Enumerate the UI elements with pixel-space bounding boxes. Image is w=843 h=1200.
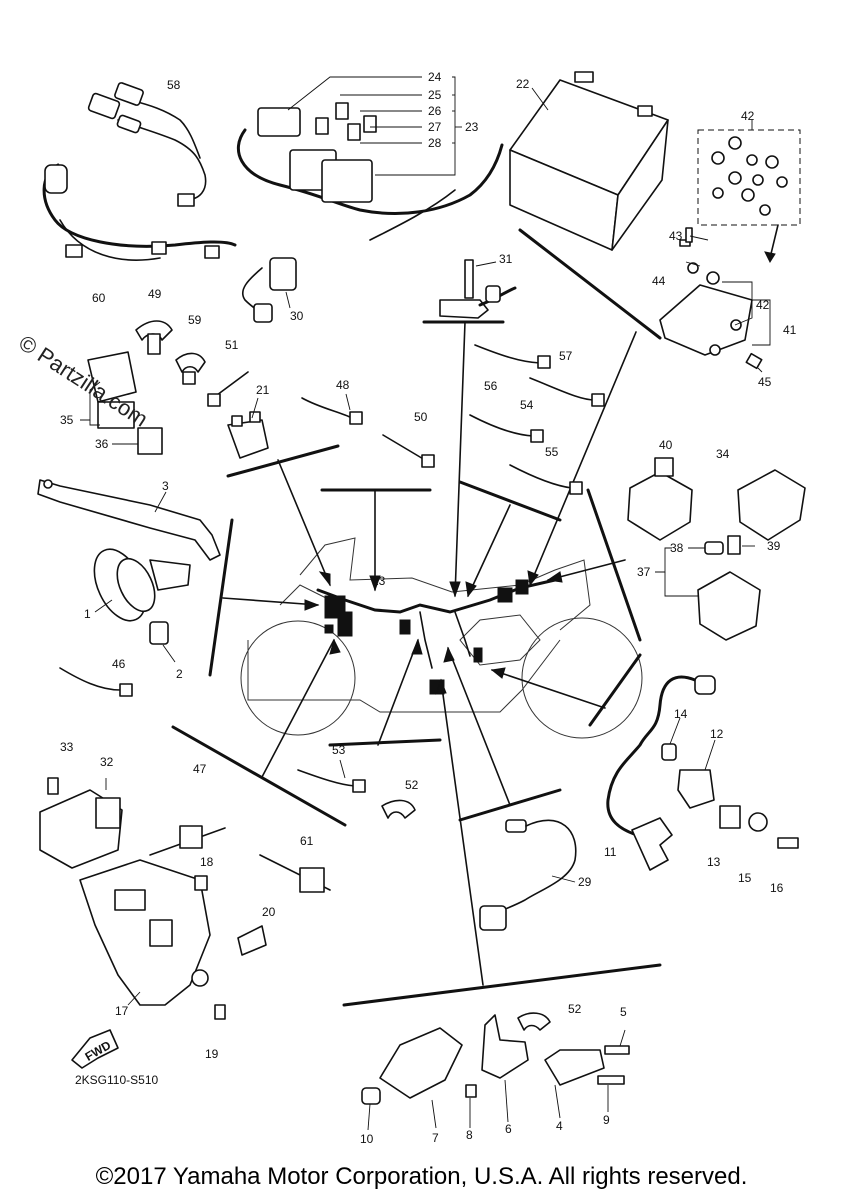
callout-38: 38 [670,541,684,555]
callout-2: 2 [176,667,183,681]
motorcycle-outline [240,537,643,739]
callout-18: 18 [200,855,214,869]
callout-33: 33 [60,740,74,754]
callout-59: 59 [188,313,202,327]
callout-47: 47 [193,762,207,776]
callout-19: 19 [205,1047,219,1061]
callout-10: 10 [360,1132,374,1146]
callout-17: 17 [115,1004,129,1018]
diagram-code: 2KSG110-S510 [75,1073,159,1087]
wire-leads [469,344,605,495]
callout-24: 24 [428,70,442,84]
bracket-17 [79,859,267,1020]
callout-26: 26 [428,104,442,118]
callout-57: 57 [559,349,573,363]
callout-8: 8 [466,1128,473,1142]
ground-cable [439,259,517,319]
callout-48: 48 [336,378,350,392]
fuse-box-leaders [287,76,462,176]
callout-43: 43 [669,229,683,243]
relay-37-40 [627,457,806,641]
section-arrowheads [304,570,563,695]
callout-56: 56 [484,379,498,393]
callout-20: 20 [262,905,276,919]
callout-31: 31 [499,252,513,266]
callout-25: 25 [428,88,442,102]
callout-46: 46 [112,657,126,671]
callout-labels: 1 2 3 4 5 6 7 8 9 10 11 12 13 14 15 16 1… [60,70,797,1146]
regulator-unit [659,120,801,373]
callout-3: 3 [162,479,169,493]
callout-50: 50 [414,410,428,424]
callout-41: 41 [783,323,797,337]
callout-9: 9 [603,1113,610,1127]
sensor-assembly [606,675,799,871]
clamp-52-53 [297,759,416,819]
callout-27: 27 [428,120,442,134]
callout-21: 21 [256,383,270,397]
main-wire-harness [316,578,557,695]
relay-35-36 [80,351,163,455]
callout-53: 53 [332,743,346,757]
callout-4: 4 [556,1119,563,1133]
callout-5: 5 [620,1005,627,1019]
callout-42b: 42 [756,298,770,312]
callout-22: 22 [516,77,530,91]
callout-12: 12 [710,727,724,741]
copyright-text: ©2017 Yamaha Motor Corporation, U.S.A. A… [95,1163,748,1190]
sub-harness-58 [87,82,207,207]
callout-16: 16 [770,881,784,895]
callout-28: 28 [428,136,442,150]
callout-60: 60 [92,291,106,305]
callout-42a: 42 [741,109,755,123]
misc-small-parts [135,257,435,468]
callout-44: 44 [652,274,666,288]
callout-51: 51 [225,338,239,352]
callout-58: 58 [167,78,181,92]
callout-49: 49 [148,287,162,301]
callout-34: 34 [716,447,730,461]
callout-36: 36 [95,437,109,451]
callout-11: 11 [604,845,617,859]
callout-15: 15 [738,871,752,885]
battery [509,71,669,251]
callout-23b: 23 [372,574,386,588]
callout-7: 7 [432,1131,439,1145]
sensor-lead-29 [479,819,577,931]
callout-39: 39 [767,539,781,553]
callout-37: 37 [637,565,651,579]
fuse-box-assembly [236,102,504,241]
callout-52a: 52 [405,778,419,792]
callout-30: 30 [290,309,304,323]
callout-55: 55 [545,445,559,459]
callout-32: 32 [100,755,114,769]
callout-40: 40 [659,438,673,452]
callout-54: 54 [520,398,534,412]
regulator-32 [39,777,331,893]
callout-14: 14 [674,707,688,721]
sub-harness-60 [42,163,237,261]
callout-35: 35 [60,413,74,427]
callout-29: 29 [578,875,592,889]
callout-61: 61 [300,834,314,848]
callout-6: 6 [505,1122,512,1136]
fwd-arrow [71,1029,119,1069]
callout-1: 1 [84,607,91,621]
callout-23a: 23 [465,120,479,134]
callout-52b: 52 [568,1002,582,1016]
callout-45: 45 [758,375,772,389]
callout-13: 13 [707,855,721,869]
horn-assembly [37,479,221,697]
section-lines [171,228,662,1007]
sensor-bracket-group [361,1012,630,1131]
